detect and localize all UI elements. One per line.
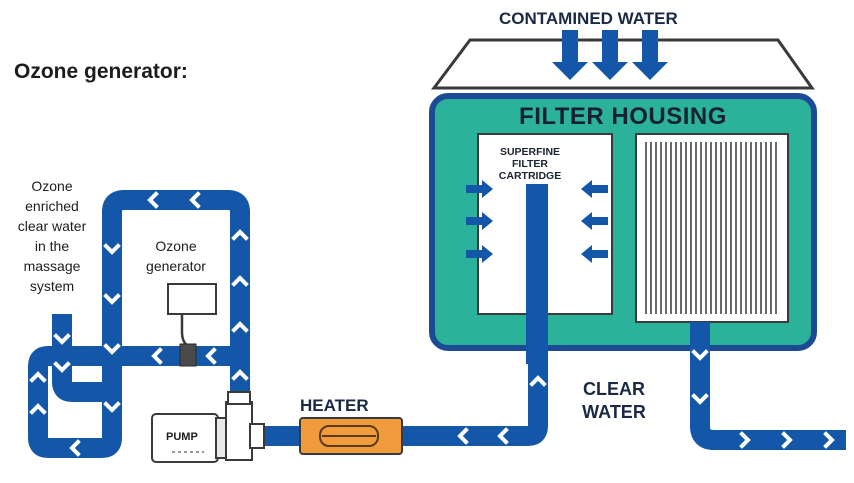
inlet-arrows	[552, 30, 668, 80]
cartridge-label: SUPERFINE FILTER CARTRIDGE	[478, 146, 582, 182]
enriched-water-label-line: Ozone	[31, 178, 73, 194]
flow-arrow	[151, 347, 163, 365]
heater	[299, 417, 403, 455]
flow-arrow	[823, 431, 835, 449]
flow-arrow	[189, 191, 201, 209]
heater-label: HEATER	[300, 396, 369, 415]
flow-arrow	[103, 343, 121, 355]
filter-housing-label: FILTER HOUSING	[519, 103, 727, 130]
left-return-pipe	[28, 190, 250, 458]
flow-arrow	[29, 403, 47, 415]
ozone-generator-label-line: generator	[146, 258, 206, 274]
flow-arrow	[231, 229, 249, 241]
heater-element	[319, 425, 379, 447]
flow-arrow	[205, 347, 217, 365]
enriched-water-label-line: clear water	[17, 218, 87, 234]
cartridge-arrow-l2	[466, 212, 493, 230]
enriched-water-label: Ozone enriched clear water in the massag…	[4, 176, 100, 296]
pump-head	[225, 401, 253, 461]
cartridge-label-line: FILTER	[512, 158, 548, 170]
pump-inlet	[227, 391, 251, 405]
flow-arrow	[103, 401, 121, 413]
massage-inlet-pipe	[52, 314, 112, 402]
contaminated-water-label: CONTAMINED WATER	[499, 9, 678, 28]
filter-pleats	[645, 142, 777, 314]
cartridge-arrow-l3	[466, 245, 493, 263]
cartridge-core-pipe	[526, 184, 548, 364]
pump	[151, 391, 265, 463]
cartridge-arrow-r3	[581, 245, 608, 263]
clear-water-label-line: WATER	[582, 402, 646, 422]
inlet-arrow-3	[632, 30, 668, 80]
inlet-arrow-1	[552, 30, 588, 80]
inlet-arrow-2	[592, 30, 628, 80]
ozone-generator-label: Ozone generator	[124, 236, 228, 276]
clear-water-label-line: CLEAR	[583, 379, 645, 399]
heater-to-housing-pipe	[402, 364, 548, 446]
cartridge-label-line: CARTRIDGE	[498, 170, 562, 182]
enriched-water-label-line: in the	[34, 238, 70, 254]
flow-arrow	[497, 427, 509, 445]
enriched-water-label-line: enriched	[25, 198, 79, 214]
enriched-water-label-line: system	[29, 278, 75, 294]
flow-arrow	[781, 431, 793, 449]
flow-arrow	[53, 333, 71, 345]
cartridge-arrow-r2	[581, 212, 608, 230]
flow-arrow	[103, 293, 121, 305]
cartridge-arrow-r1	[581, 180, 608, 198]
ozone-injector	[179, 343, 197, 367]
flow-arrow	[529, 375, 547, 387]
enriched-water-label-line: massage	[23, 258, 81, 274]
flow-arrow	[29, 371, 47, 383]
flow-arrow	[69, 439, 81, 457]
cartridge-label-line: SUPERFINE	[499, 146, 561, 158]
cartridge-arrow-l1	[466, 180, 493, 198]
flow-arrow	[457, 427, 469, 445]
page-title: Ozone generator:	[14, 60, 188, 83]
flow-arrow	[231, 321, 249, 333]
housing-outlet-pipe	[690, 322, 846, 450]
flow-arrow	[231, 275, 249, 287]
flow-arrow	[691, 393, 709, 405]
ozone-generator-unit	[167, 283, 217, 315]
clear-water-label: CLEAR WATER	[560, 378, 668, 424]
pump-outlet	[249, 423, 265, 449]
flow-arrow	[147, 191, 159, 209]
ozone-generator-label-line: Ozone	[155, 238, 197, 254]
cartridge-inflow-arrows	[466, 180, 608, 263]
flow-arrow	[231, 369, 249, 381]
flow-arrow	[53, 361, 71, 373]
flow-arrow	[103, 243, 121, 255]
pump-label: PUMP	[166, 431, 198, 443]
flow-arrow	[739, 431, 751, 449]
flow-arrow	[691, 349, 709, 361]
